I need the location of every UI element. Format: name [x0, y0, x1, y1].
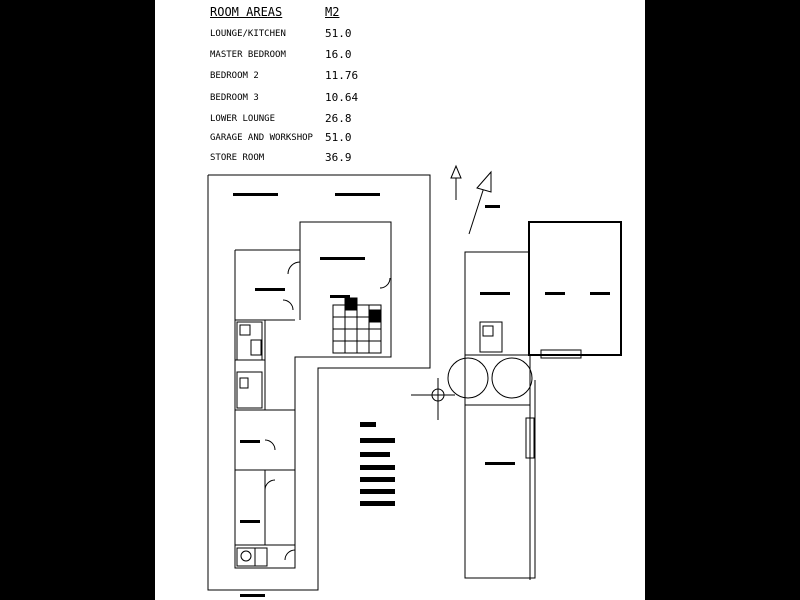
- room-label-dashes: [233, 193, 610, 597]
- room-areas-table: ROOM AREAS M2 LOUNGE/KITCHEN 51.0 MASTER…: [155, 0, 645, 170]
- room-name: BEDROOM 2: [210, 71, 259, 81]
- kitchen-grid: [332, 297, 382, 354]
- room-area: 36.9: [325, 151, 352, 164]
- left-building-outline: [207, 174, 431, 591]
- floor-plan: [207, 164, 622, 597]
- table-unit: M2: [325, 5, 340, 19]
- water-tanks: [447, 357, 533, 399]
- right-fixtures: [479, 321, 582, 459]
- room-area: 51.0: [325, 131, 352, 144]
- room-name: STORE ROOM: [210, 153, 265, 163]
- room-name: BEDROOM 3: [210, 93, 259, 103]
- crosshair-icon: [411, 378, 455, 420]
- legend-swatches: [360, 422, 395, 506]
- bathroom-fixtures-left: [236, 321, 268, 567]
- room-name: MASTER BEDROOM: [210, 50, 286, 60]
- room-area: 10.64: [325, 91, 359, 104]
- table-title: ROOM AREAS: [210, 5, 283, 19]
- room-name: LOUNGE/KITCHEN: [210, 29, 286, 39]
- room-area: 16.0: [325, 48, 352, 61]
- left-building-rooms: [235, 250, 301, 546]
- door-arcs-left: [264, 261, 391, 561]
- room-name: GARAGE AND WORKSHOP: [210, 133, 313, 143]
- right-building-outline: [464, 221, 622, 580]
- drawing-sheet: ROOM AREAS M2 LOUNGE/KITCHEN 51.0 MASTER…: [155, 0, 645, 600]
- compass-arrow-icon: [468, 170, 492, 235]
- north-arrow-icon: [450, 164, 462, 200]
- room-name: LOWER LOUNGE: [210, 114, 276, 124]
- room-area: 51.0: [325, 27, 352, 40]
- room-area: 11.76: [325, 69, 359, 82]
- room-area: 26.8: [325, 112, 352, 125]
